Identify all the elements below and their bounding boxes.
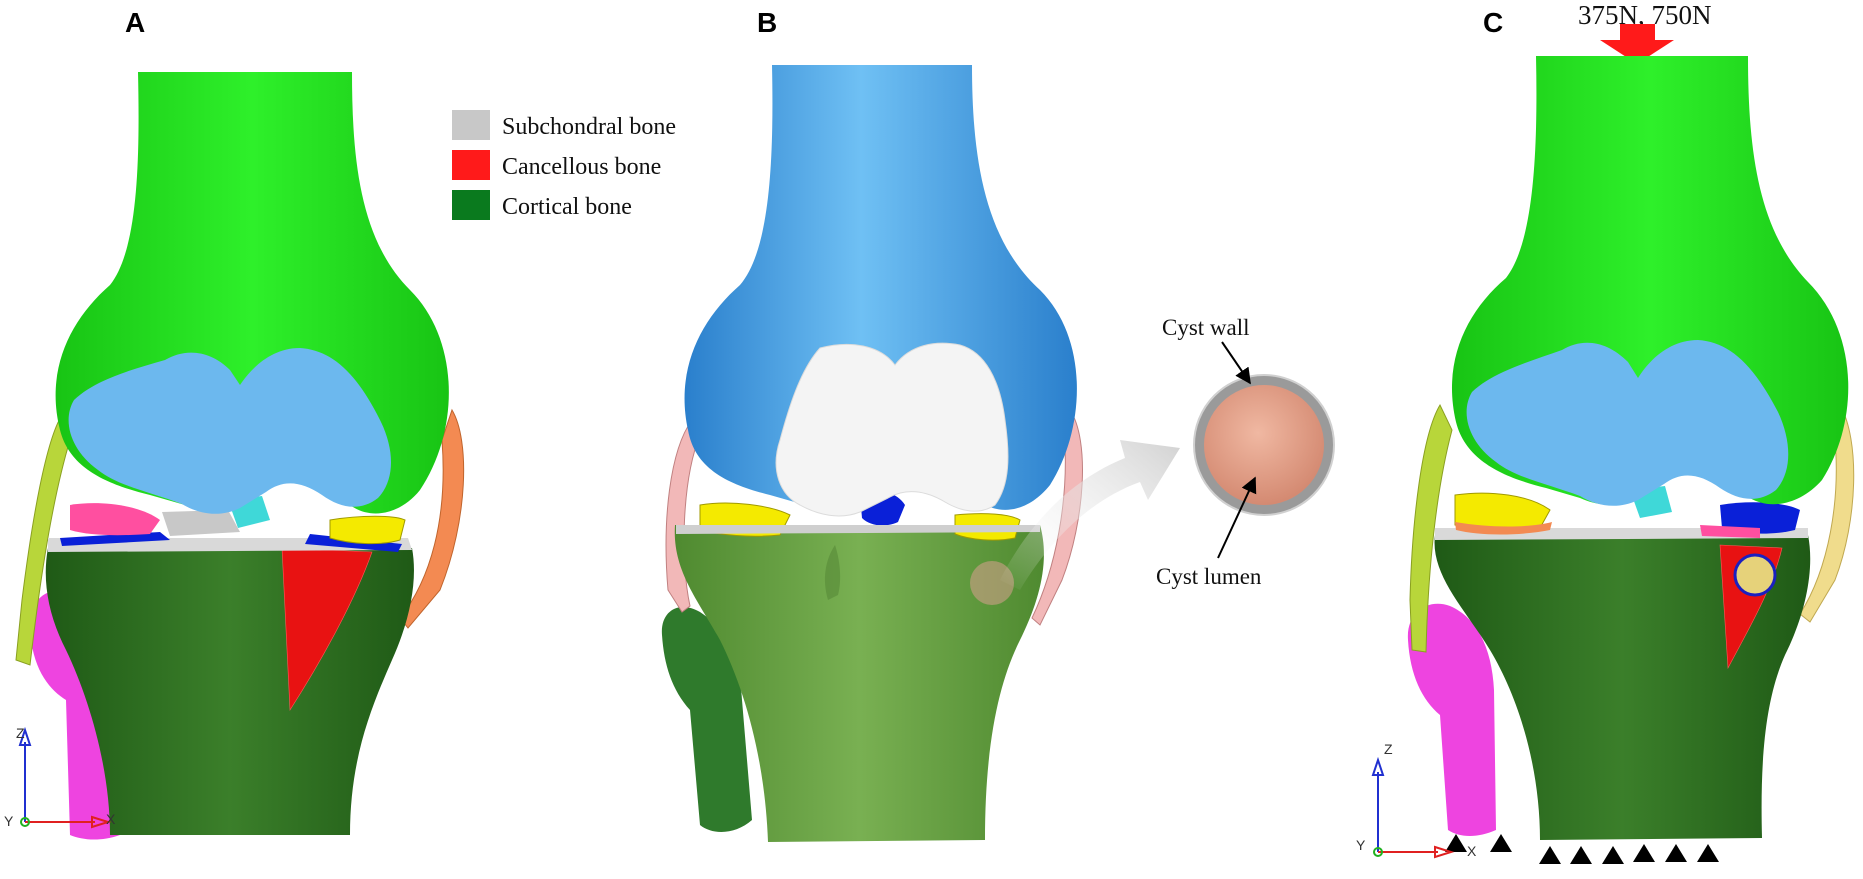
fibula-c [1407, 603, 1496, 836]
cyst-lumen-label: Cyst lumen [1156, 564, 1262, 589]
axis-label-y-a: Y [4, 813, 14, 829]
axis-triad-c: Z X Y [1356, 741, 1477, 859]
tibia-b [674, 525, 1044, 842]
meniscus-medial-a [70, 503, 160, 536]
ligament-left-a [15, 413, 71, 666]
legend-label-cancellous: Cancellous bone [502, 154, 661, 180]
cyst-location-b [970, 561, 1014, 605]
tibia-inner-shadow-b [824, 545, 841, 600]
legend-swatch-subchondral [452, 110, 490, 140]
constraint-triangle [1697, 844, 1719, 862]
axis-label-x-c: X [1467, 843, 1477, 859]
femoral-cartilage-b [775, 342, 1009, 517]
cyst-lumen-pointer [1217, 476, 1257, 559]
constraint-triangle [1490, 834, 1512, 852]
legend-swatch-cortical [452, 190, 490, 220]
ligament-right-b [1031, 408, 1083, 626]
legend-label-subchondral: Subchondral bone [502, 114, 676, 140]
axis-triad-a: Z X Y [4, 725, 116, 829]
constraint-triangle [1570, 846, 1592, 864]
ligament-left-c [1409, 403, 1453, 653]
axis-label-z-c: Z [1384, 741, 1393, 757]
ligament-right-c [1799, 403, 1855, 623]
material-legend: Subchondral bone Cancellous bone Cortica… [452, 110, 676, 220]
legend-label-cortical: Cortical bone [502, 194, 632, 220]
axis-label-x-a: X [106, 811, 116, 827]
tibia-c [1434, 535, 1811, 840]
plateau-grey-b [676, 525, 1040, 534]
cancellous-wedge-a [281, 547, 373, 711]
cyst-lumen-core [1204, 385, 1324, 505]
pink-edge-c [1700, 525, 1760, 538]
magnify-arrow-b [1000, 440, 1180, 590]
femoral-cartilage-c [1466, 340, 1789, 506]
constraint-triangle [1633, 844, 1655, 862]
fixed-boundary-constraints [1445, 834, 1719, 864]
meniscus-orange-edge-c [1455, 522, 1552, 535]
plateau-blue-a [60, 532, 402, 552]
cyst-inset: Cyst wall Cyst lumen [1156, 315, 1335, 589]
constraint-triangle [1602, 846, 1624, 864]
legend-swatch-cancellous [452, 150, 490, 180]
load-arrow [1600, 24, 1674, 64]
cyst-location-c [1733, 553, 1777, 597]
panel-label-a: A [125, 7, 145, 38]
cyst-wall-label: Cyst wall [1162, 315, 1250, 340]
panel-label-c: C [1483, 7, 1503, 38]
ligament-left-b [665, 419, 701, 613]
panel-b: B Cyst wall Cyst lumen [661, 7, 1335, 842]
femoral-cartilage-a [68, 348, 392, 514]
axis-label-z-a: Z [16, 725, 25, 741]
cyst-wall-pointer [1221, 341, 1251, 385]
panel-a: A Z X Y [4, 7, 465, 840]
meniscus-lateral-c [1720, 502, 1800, 534]
constraint-triangle [1539, 846, 1561, 864]
axis-label-y-c: Y [1356, 837, 1366, 853]
panel-label-b: B [757, 7, 777, 38]
constraint-triangle [1665, 844, 1687, 862]
constraint-triangle [1445, 834, 1467, 852]
grey-cartilage-a [162, 510, 240, 536]
meniscus-lateral-a [329, 515, 406, 545]
fibula-b [661, 606, 752, 832]
panel-c: C 375N, 750N [1356, 0, 1855, 864]
